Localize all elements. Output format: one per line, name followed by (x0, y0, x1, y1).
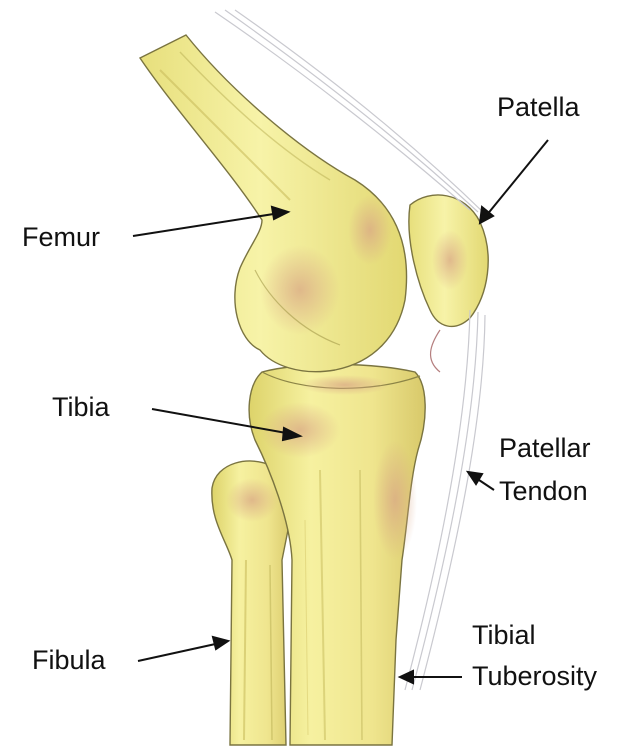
tibial-tuberosity-arrowhead (400, 671, 413, 683)
fibula-bone (212, 461, 292, 745)
femur-label: Femur (22, 222, 100, 253)
patellar-tendon-arrowhead (468, 472, 482, 484)
fibula-arrowhead (213, 637, 228, 649)
tibial-tuberosity-label-line1: Tibial (472, 620, 536, 651)
fibula-arrow (138, 643, 220, 661)
patella-bone (409, 195, 488, 326)
fibula-label: Fibula (32, 645, 106, 676)
femur-bone (140, 35, 407, 372)
patella-arrow (486, 140, 548, 216)
patellar-tendon-label-line2: Tendon (499, 476, 588, 507)
tibia-label: Tibia (52, 392, 110, 423)
patellar-tendon-label-line1: Patellar (499, 433, 591, 464)
tibial-tuberosity-label-line2: Tuberosity (472, 661, 597, 692)
patella-label: Patella (497, 92, 580, 123)
